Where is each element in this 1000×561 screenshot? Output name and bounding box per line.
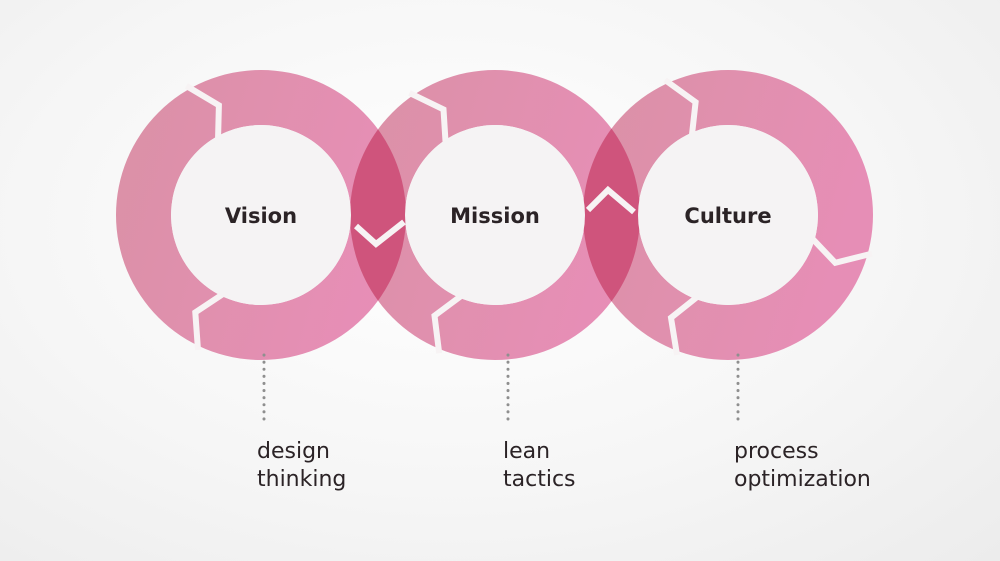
culture-ring-arrow-gaps — [663, 77, 873, 356]
mission-center — [405, 125, 585, 305]
vision-sublabel-line-2: thinking — [257, 467, 347, 492]
mission-sublabel-line-2: tactics — [503, 467, 576, 492]
overlap-seam-1 — [353, 219, 406, 248]
arrow-gap-2 — [667, 293, 701, 356]
culture-sublabel-line-2: optimization — [734, 467, 871, 492]
vision-sublabel-line-1: design — [257, 439, 330, 464]
overlap-seam-2 — [585, 185, 636, 215]
vision-sublabel: design thinking — [257, 438, 346, 494]
culture-label: Culture — [684, 204, 771, 228]
vision-center — [171, 125, 351, 305]
arrow-gap-2 — [192, 290, 227, 351]
culture-ring — [583, 70, 873, 360]
arrow-gap-1 — [408, 90, 449, 145]
vision-label: Vision — [225, 204, 297, 228]
arrow-gap-1 — [184, 83, 222, 141]
arrow-gap-1 — [663, 77, 699, 138]
mission-culture-overlap — [583, 128, 641, 302]
vision-mission-overlap — [349, 129, 406, 301]
culture-sublabel-line-1: process — [734, 439, 819, 464]
culture-ring-band — [583, 70, 873, 360]
mission-ring-band — [350, 70, 640, 360]
vision-ring — [116, 70, 406, 360]
vision-ring-arrow-gaps — [184, 83, 227, 351]
mission-label: Mission — [450, 204, 540, 228]
vision-ring-band — [116, 70, 406, 360]
mission-sublabel-line-1: lean — [503, 439, 551, 464]
arrow-gap-2 — [431, 292, 465, 354]
leader-lines — [262, 353, 740, 428]
mission-sublabel: lean tactics — [503, 438, 576, 494]
mission-ring — [350, 70, 640, 360]
culture-center — [638, 125, 818, 305]
culture-sublabel: process optimization — [734, 438, 871, 494]
arrow-gap-3 — [808, 235, 873, 267]
mission-ring-arrow-gaps — [408, 90, 465, 354]
